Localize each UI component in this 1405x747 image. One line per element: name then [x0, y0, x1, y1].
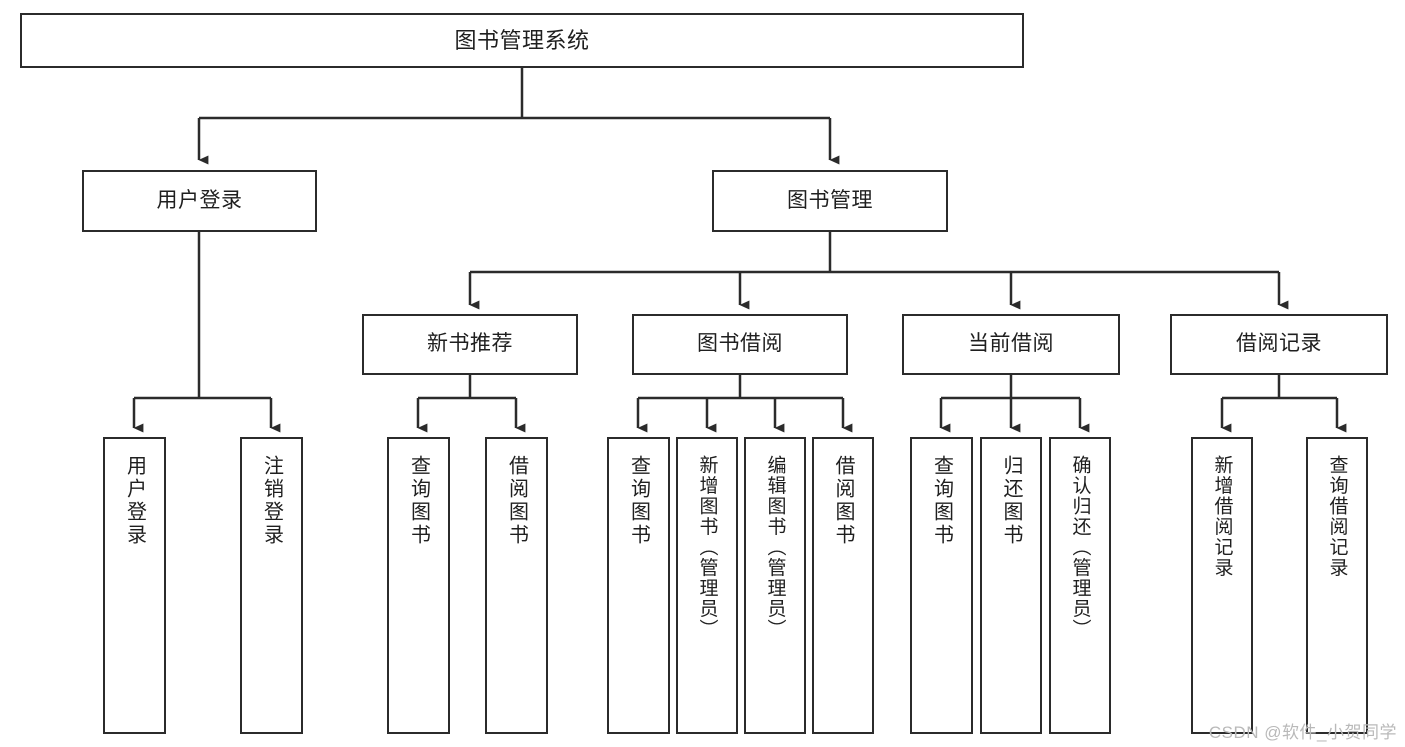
node-leaf-borrow-book-borrow[interactable]: 借阅图书	[812, 437, 874, 734]
node-label: 编辑图书（管理员）	[764, 455, 786, 640]
node-label: 查询图书	[627, 455, 650, 547]
node-label: 借阅图书	[832, 455, 854, 547]
node-book-manage[interactable]: 图书管理	[712, 170, 948, 232]
node-label: 借阅记录	[1236, 332, 1322, 356]
node-borrow-record[interactable]: 借阅记录	[1170, 314, 1388, 375]
node-leaf-logout-login[interactable]: 注销登录	[240, 437, 303, 734]
node-label: 查询借阅记录	[1326, 455, 1348, 578]
node-leaf-query-book-new-rec[interactable]: 查询图书	[387, 437, 450, 734]
node-root-book-management-system[interactable]: 图书管理系统	[20, 13, 1024, 68]
node-leaf-confirm-return-admin[interactable]: 确认归还（管理员）	[1049, 437, 1111, 734]
node-label: 图书借阅	[697, 332, 783, 356]
node-label: 借阅图书	[505, 455, 528, 547]
node-leaf-add-borrow-record[interactable]: 新增借阅记录	[1191, 437, 1253, 734]
node-new-book-recommendation[interactable]: 新书推荐	[362, 314, 578, 375]
node-label: 新增图书（管理员）	[696, 455, 718, 640]
node-leaf-add-book-admin[interactable]: 新增图书（管理员）	[676, 437, 738, 734]
node-leaf-user-login[interactable]: 用户登录	[103, 437, 166, 734]
node-label: 注销登录	[260, 455, 283, 547]
node-label: 图书管理系统	[454, 27, 590, 53]
node-leaf-query-book-current[interactable]: 查询图书	[910, 437, 973, 734]
node-label: 用户登录	[156, 188, 243, 212]
node-label: 查询图书	[407, 455, 430, 547]
node-current-borrow[interactable]: 当前借阅	[902, 314, 1120, 375]
node-leaf-query-borrow-record[interactable]: 查询借阅记录	[1306, 437, 1368, 734]
node-leaf-query-book-borrow[interactable]: 查询图书	[607, 437, 670, 734]
node-label: 当前借阅	[968, 332, 1054, 356]
node-label: 查询图书	[930, 455, 953, 547]
node-book-borrow[interactable]: 图书借阅	[632, 314, 848, 375]
node-label: 图书管理	[787, 188, 873, 212]
node-label: 新增借阅记录	[1211, 455, 1233, 578]
node-user-login[interactable]: 用户登录	[82, 170, 317, 232]
node-label: 归还图书	[1000, 455, 1022, 547]
node-label: 新书推荐	[427, 332, 513, 356]
node-leaf-return-book[interactable]: 归还图书	[980, 437, 1042, 734]
node-leaf-borrow-book-new-rec[interactable]: 借阅图书	[485, 437, 548, 734]
csdn-watermark: CSDN @软件_小贺同学	[1208, 723, 1397, 742]
node-label: 用户登录	[123, 455, 146, 547]
node-leaf-edit-book-admin[interactable]: 编辑图书（管理员）	[744, 437, 806, 734]
node-label: 确认归还（管理员）	[1069, 455, 1091, 640]
